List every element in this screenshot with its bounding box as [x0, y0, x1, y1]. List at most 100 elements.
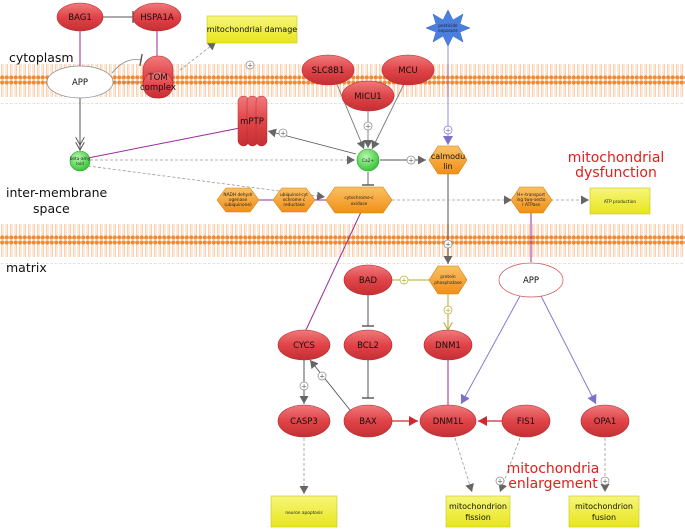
svg-text:HSPA1A: HSPA1A [140, 13, 174, 23]
svg-text:CASP3: CASP3 [290, 417, 318, 427]
enzyme-ubiquinol-cytochrome-c-reductase[interactable]: ubiquinol-cyt ochrome c reductase [272, 187, 316, 213]
process-atp-production[interactable]: ATP production [589, 187, 651, 215]
node-hspa1a[interactable]: HSPA1A [132, 2, 182, 32]
svg-text:reductase: reductase [283, 202, 305, 208]
svg-text:phosphatase: phosphatase [434, 280, 462, 286]
node-bad[interactable]: BAD [343, 264, 393, 296]
node-casp3[interactable]: CASP3 [277, 404, 331, 438]
annotation-dysfunction-2: dysfunction [575, 165, 657, 181]
node-app-matrix[interactable]: APP [498, 262, 564, 298]
enzyme-nadh-dehydrogenase[interactable]: NADH dehydr ogenase (ubiquinone) [216, 187, 260, 213]
node-tom-complex[interactable]: TOM complex [140, 55, 176, 99]
svg-text:+: + [301, 383, 307, 391]
node-bax[interactable]: BAX [343, 404, 393, 438]
svg-text:BAX: BAX [359, 417, 377, 427]
svg-text:protein: protein [440, 274, 456, 280]
svg-text:BAD: BAD [359, 276, 378, 286]
svg-text:SLC8B1: SLC8B1 [312, 66, 345, 76]
svg-text:DNM1L: DNM1L [433, 417, 464, 427]
svg-text:TOM: TOM [147, 73, 167, 83]
node-opa1[interactable]: OPA1 [580, 404, 630, 438]
svg-text:BAG1: BAG1 [68, 13, 92, 23]
svg-text:ubiquinol-cyt: ubiquinol-cyt [280, 192, 308, 198]
node-dnm1[interactable]: DNM1 [423, 329, 473, 361]
svg-text:MICU1: MICU1 [354, 92, 381, 102]
svg-text:H+-transport: H+-transport [517, 192, 546, 198]
annotation-dysfunction-1: mitochondrial [568, 150, 665, 166]
svg-text:+: + [280, 130, 286, 138]
svg-text:+: + [365, 123, 371, 131]
svg-text:+: + [602, 478, 608, 486]
enzyme-protein-phosphatase[interactable]: protein phosphatase [428, 265, 468, 295]
svg-text:loid: loid [76, 161, 84, 167]
svg-text:APP: APP [72, 78, 88, 88]
svg-text:neuron apoptosis: neuron apoptosis [285, 510, 323, 516]
svg-text:(ubiquinone): (ubiquinone) [224, 202, 252, 208]
svg-text:MCU: MCU [398, 66, 418, 76]
svg-text:FIS1: FIS1 [517, 417, 535, 427]
svg-text:ochrome c: ochrome c [283, 197, 306, 203]
svg-text:exposure: exposure [438, 28, 458, 34]
svg-text:NADH dehydr: NADH dehydr [223, 192, 252, 198]
node-app-membrane[interactable]: APP [46, 65, 114, 99]
svg-text:beta-amy: beta-amy [70, 156, 91, 162]
svg-text:DNM1: DNM1 [435, 341, 461, 351]
svg-text:oxidase: oxidase [351, 201, 368, 207]
svg-text:+: + [445, 307, 451, 315]
svg-text:+: + [497, 478, 503, 486]
node-bag1[interactable]: BAG1 [56, 2, 104, 32]
svg-text:Ca2+: Ca2+ [362, 158, 374, 164]
svg-text:CYCS: CYCS [293, 341, 315, 351]
process-mitochondrion-fission[interactable]: mitochondrion fission [445, 495, 511, 528]
svg-text:+: + [445, 127, 451, 135]
inner-membrane [0, 224, 685, 264]
node-dnm1l[interactable]: DNM1L [419, 404, 477, 438]
process-mitochondrion-fusion[interactable]: mitochondrion fusion [568, 495, 640, 528]
svg-text:+: + [408, 157, 414, 165]
process-neuron-apoptosis[interactable]: neuron apoptosis [270, 495, 338, 528]
svg-text:complex: complex [140, 83, 176, 93]
svg-text:lin: lin [443, 162, 453, 171]
annotation-enlargement-2: enlargement [508, 476, 598, 492]
svg-text:+: + [247, 62, 253, 70]
svg-text:+: + [445, 241, 451, 249]
label-matrix: matrix [6, 260, 47, 275]
svg-text:mitochondrion: mitochondrion [575, 502, 633, 511]
svg-text:+: + [319, 373, 325, 381]
svg-text:+: + [401, 277, 407, 285]
node-calmodulin[interactable]: calmodu lin [428, 145, 468, 175]
svg-text:fission: fission [465, 513, 491, 522]
node-cycs[interactable]: CYCS [277, 329, 331, 361]
svg-text:ATP production: ATP production [604, 199, 637, 205]
svg-text:fusion: fusion [592, 513, 616, 522]
label-cytoplasm: cytoplasm [9, 50, 74, 65]
node-fis1[interactable]: FIS1 [501, 404, 551, 438]
node-beta-amyloid[interactable]: beta-amy loid [70, 150, 91, 172]
edges: + + + + + + [80, 11, 610, 494]
label-intermembrane-2: space [33, 201, 70, 216]
stimulus-pesticide-exposure[interactable]: pesticide exposure [425, 9, 471, 47]
svg-text:mitochondrial damage: mitochondrial damage [207, 25, 297, 34]
process-mitochondrial-damage[interactable]: mitochondrial damage [206, 15, 298, 44]
label-intermembrane-1: inter-membrane [6, 185, 108, 200]
node-mptp[interactable]: mPTP [237, 95, 268, 147]
svg-text:APP: APP [523, 276, 539, 286]
node-calcium-ion[interactable]: Ca2+ [356, 148, 380, 172]
svg-text:mPTP: mPTP [240, 117, 264, 127]
svg-text:calmodu: calmodu [431, 152, 465, 161]
svg-text:pesticide: pesticide [438, 23, 458, 29]
svg-text:BCL2: BCL2 [357, 341, 379, 351]
node-mcu[interactable]: MCU [381, 54, 435, 86]
annotation-enlargement-1: mitochondria [507, 461, 600, 477]
node-micu1[interactable]: MICU1 [341, 80, 395, 112]
enzyme-h-transporting-atpase[interactable]: H+-transport ing two-secto r ATPase [510, 186, 553, 214]
svg-text:ing two-secto: ing two-secto [516, 197, 545, 203]
svg-text:mitochondrion: mitochondrion [449, 502, 507, 511]
node-slc8b1[interactable]: SLC8B1 [301, 54, 355, 86]
node-bcl2[interactable]: BCL2 [343, 329, 393, 361]
enzyme-cytochrome-c-oxidase[interactable]: cytochrome-c oxidase [325, 186, 393, 214]
svg-text:OPA1: OPA1 [594, 417, 617, 427]
svg-text:cytochrome-c: cytochrome-c [344, 195, 374, 201]
